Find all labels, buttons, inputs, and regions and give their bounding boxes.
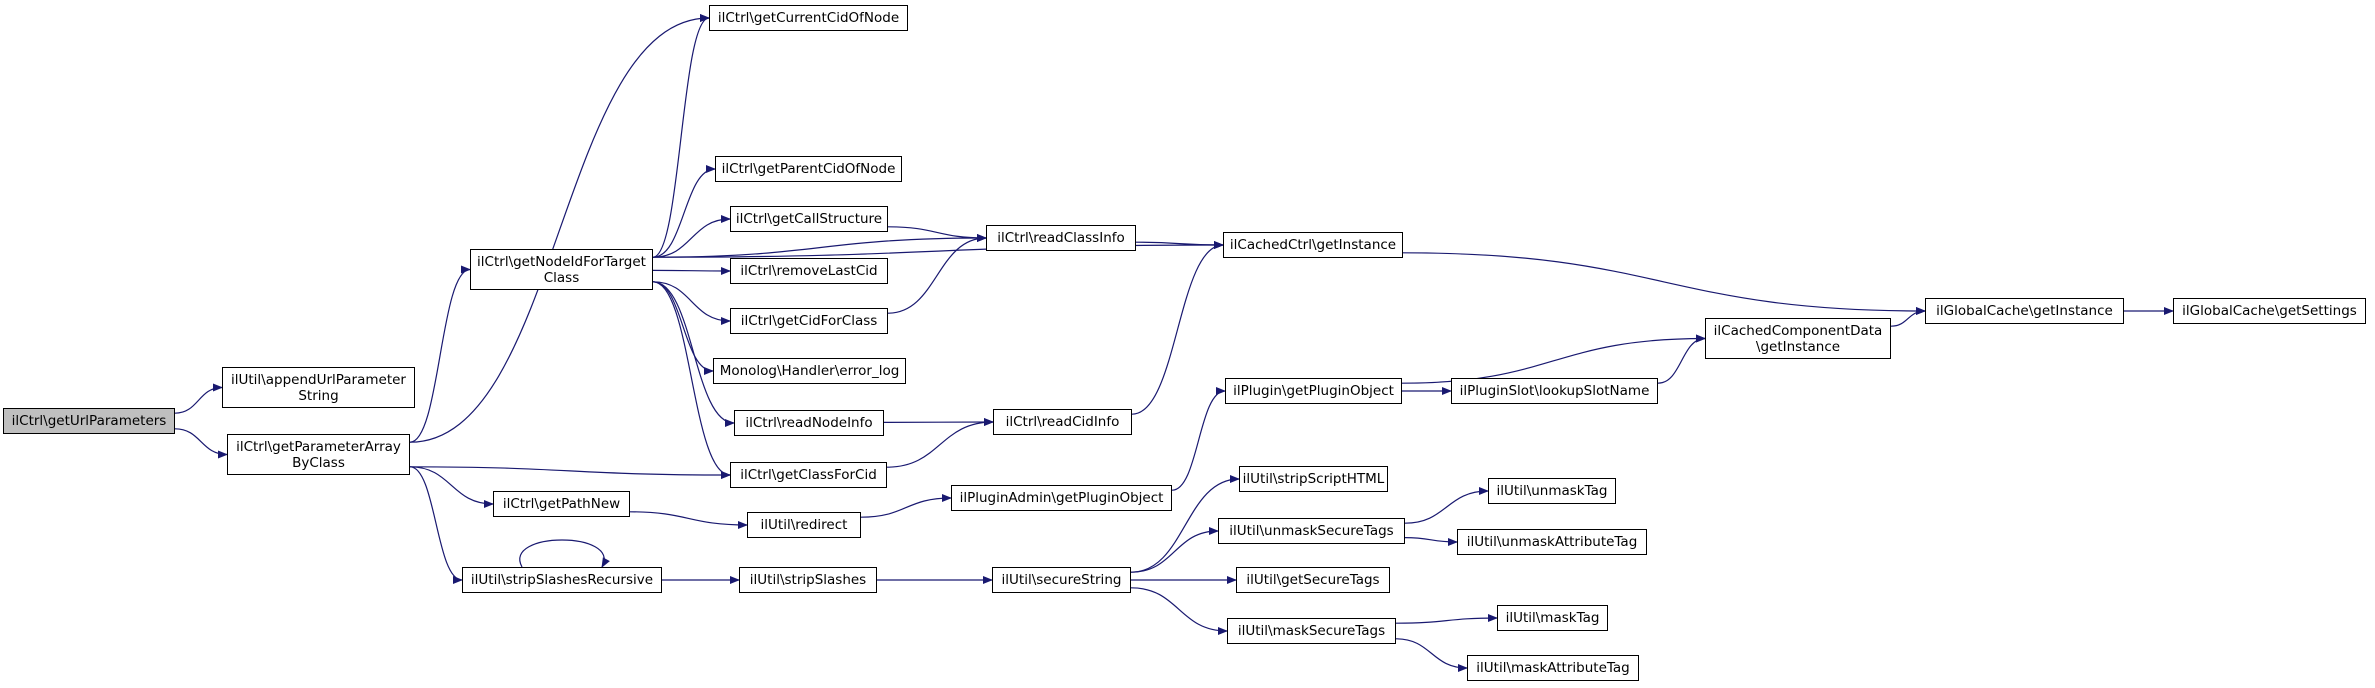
node-getClassForCid[interactable]: ilCtrl\getClassForCid: [730, 462, 887, 488]
node-getCurrentCidOfNode[interactable]: ilCtrl\getCurrentCidOfNode: [709, 5, 908, 31]
node-maskSecureTags[interactable]: ilUtil\maskSecureTags: [1227, 618, 1396, 644]
node-readCidInfo[interactable]: ilCtrl\readCidInfo: [993, 409, 1132, 435]
edge-getUrlParameters-to-appendUrlParameterString: [174, 383, 223, 414]
edge-getCidForClass-to-readClassInfo: [887, 234, 987, 314]
edge-lookupSlotName-to-cachedComponentDataGetInstance: [1657, 334, 1706, 384]
node-appendUrlParameterString[interactable]: ilUtil\appendUrlParameter String: [222, 367, 415, 408]
edge-maskSecureTags-to-maskTag: [1395, 614, 1498, 624]
edge-getParameterArrayByClass-to-stripSlashesRecursive: [409, 466, 463, 584]
node-removeLastCid[interactable]: ilCtrl\removeLastCid: [730, 258, 888, 284]
node-unmaskSecureTags[interactable]: ilUtil\unmaskSecureTags: [1218, 518, 1405, 544]
edge-getNodeIdForTargetClass-to-getParentCidOfNode: [652, 165, 716, 258]
edge-getParameterArrayByClass-to-getCurrentCidOfNode: [409, 14, 710, 443]
edge-unmaskSecureTags-to-unmaskAttributeTag: [1404, 537, 1458, 546]
node-globalCacheGetInstance[interactable]: ilGlobalCache\getInstance: [1925, 298, 2124, 324]
node-unmaskTag[interactable]: ilUtil\unmaskTag: [1488, 478, 1616, 504]
node-stripSlashes[interactable]: ilUtil\stripSlashes: [739, 567, 877, 593]
node-getPathNew[interactable]: ilCtrl\getPathNew: [493, 491, 630, 517]
edge-getNodeIdForTargetClass-to-getCidForClass: [652, 281, 731, 325]
node-getPluginObject[interactable]: ilPlugin\getPluginObject: [1225, 378, 1402, 404]
node-redirect[interactable]: ilUtil\redirect: [747, 512, 861, 538]
edge-getNodeIdForTargetClass-to-getCallStructure: [652, 215, 731, 258]
edge-getParameterArrayByClass-to-getNodeIdForTargetClass: [409, 265, 471, 443]
edge-getPathNew-to-redirect: [629, 511, 748, 529]
node-cachedComponentDataGetInstance[interactable]: ilCachedComponentData \getInstance: [1705, 318, 1891, 359]
node-getParentCidOfNode[interactable]: ilCtrl\getParentCidOfNode: [715, 156, 902, 182]
node-unmaskAttributeTag[interactable]: ilUtil\unmaskAttributeTag: [1457, 529, 1647, 555]
edge-getNodeIdForTargetClass-to-getClassForCid: [652, 281, 731, 479]
edge-secureString-to-stripScriptHTML: [1130, 475, 1240, 573]
node-getNodeIdForTargetClass[interactable]: ilCtrl\getNodeIdForTarget Class: [470, 249, 653, 290]
node-stripSlashesRecursive[interactable]: ilUtil\stripSlashesRecursive: [462, 567, 662, 593]
node-getParameterArrayByClass[interactable]: ilCtrl\getParameterArray ByClass: [227, 434, 410, 475]
edge-getNodeIdForTargetClass-to-getCurrentCidOfNode: [652, 14, 710, 258]
node-errorLog[interactable]: Monolog\Handler\error_log: [713, 358, 906, 384]
node-getSecureTags[interactable]: ilUtil\getSecureTags: [1236, 567, 1390, 593]
edge-readCidInfo-to-cachedCtrlGetInstance: [1131, 241, 1224, 415]
edge-cachedComponentDataGetInstance-to-globalCacheGetInstance: [1890, 307, 1926, 327]
edge-unmaskSecureTags-to-unmaskTag: [1404, 487, 1489, 524]
edge-getParameterArrayByClass-to-getPathNew: [409, 466, 494, 508]
edge-cachedCtrlGetInstance-to-globalCacheGetInstance: [1402, 252, 1926, 315]
node-readClassInfo[interactable]: ilCtrl\readClassInfo: [986, 225, 1136, 251]
edge-maskSecureTags-to-maskAttributeTag: [1395, 638, 1468, 672]
edge-pluginAdminGetPluginObject-to-getPluginObject: [1171, 387, 1226, 491]
edge-getClassForCid-to-readCidInfo: [886, 418, 994, 468]
node-getCallStructure[interactable]: ilCtrl\getCallStructure: [730, 206, 888, 232]
edge-getNodeIdForTargetClass-to-readClassInfo: [652, 234, 987, 258]
node-readNodeInfo[interactable]: ilCtrl\readNodeInfo: [734, 410, 884, 436]
edge-redirect-to-pluginAdminGetPluginObject: [860, 494, 952, 518]
node-globalCacheGetSettings[interactable]: ilGlobalCache\getSettings: [2173, 298, 2366, 324]
edge-getCallStructure-to-readClassInfo: [887, 226, 987, 242]
node-maskTag[interactable]: ilUtil\maskTag: [1497, 605, 1608, 631]
node-getUrlParameters[interactable]: ilCtrl\getUrlParameters: [3, 408, 175, 434]
edge-stripSlashesRecursive-to-stripSlashesRecursive: [519, 539, 610, 568]
edge-getNodeIdForTargetClass-to-readNodeInfo: [652, 281, 735, 427]
node-maskAttributeTag[interactable]: ilUtil\maskAttributeTag: [1467, 655, 1639, 681]
edge-readClassInfo-to-cachedCtrlGetInstance: [1135, 240, 1224, 249]
node-lookupSlotName[interactable]: ilPluginSlot\lookupSlotName: [1451, 378, 1658, 404]
edge-secureString-to-maskSecureTags: [1130, 587, 1228, 635]
node-pluginAdminGetPluginObject[interactable]: ilPluginAdmin\getPluginObject: [951, 485, 1172, 511]
edge-getPluginObject-to-cachedComponentDataGetInstance: [1401, 334, 1706, 384]
edge-getUrlParameters-to-getParameterArrayByClass: [174, 428, 228, 459]
node-cachedCtrlGetInstance[interactable]: ilCachedCtrl\getInstance: [1223, 232, 1403, 258]
node-secureString[interactable]: ilUtil\secureString: [992, 567, 1131, 593]
node-getCidForClass[interactable]: ilCtrl\getCidForClass: [730, 308, 888, 334]
edge-secureString-to-unmaskSecureTags: [1130, 527, 1219, 573]
edge-getNodeIdForTargetClass-to-errorLog: [652, 281, 714, 375]
node-stripScriptHTML[interactable]: ilUtil\stripScriptHTML: [1239, 466, 1388, 492]
edge-getParameterArrayByClass-to-getClassForCid: [409, 466, 731, 479]
edge-getNodeIdForTargetClass-to-removeLastCid: [652, 266, 731, 275]
